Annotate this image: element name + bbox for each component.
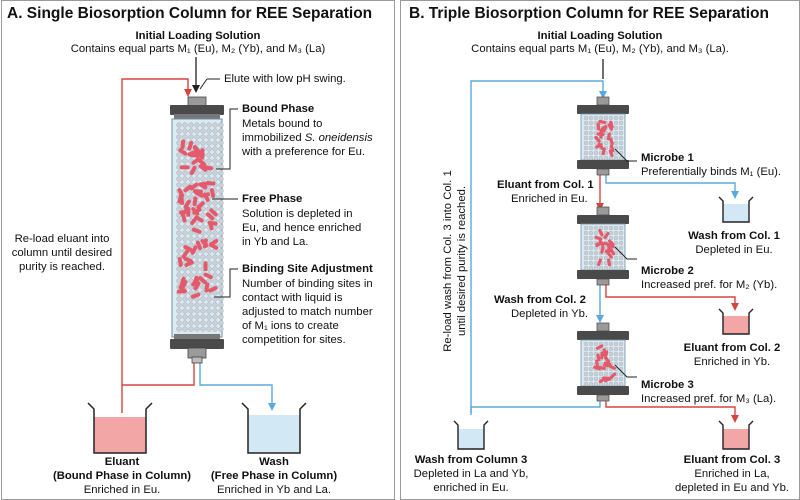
initial-text-b: Contains equal parts M₁ (Eu), M₂ (Yb), a… — [471, 43, 729, 55]
microbe2-text: Increased pref. for M₂ (Yb). — [641, 279, 778, 291]
elute-label: Elute with low pH swing. — [224, 73, 346, 85]
panel-a-diagram — [87, 57, 307, 454]
wash-title: Wash — [259, 456, 289, 468]
wash3-title: Wash from Column 3 — [414, 454, 528, 466]
wash1-beaker — [718, 196, 754, 223]
reload-vertical-line2: until desired purity is reached. — [456, 185, 468, 337]
microbe1-text: Preferentially binds M₁ (Eu). — [641, 166, 782, 178]
panel-b-diagram — [453, 59, 754, 450]
free-phase-line2: Eu, and hence enriched — [242, 222, 362, 234]
microbe2-callout — [614, 246, 637, 260]
microbe3-title: Microbe 3 — [641, 379, 694, 391]
bound-phase-title: Bound Phase — [242, 103, 315, 115]
eluant1-title: Eluant from Col. 1 — [497, 179, 594, 191]
eluant2-text: Enriched in Yb. — [693, 356, 771, 368]
column-3 — [577, 322, 629, 402]
reload-loop-arrow — [121, 78, 192, 413]
bsa-line3: adjusted to match number — [242, 306, 373, 318]
free-phase-title: Free Phase — [242, 193, 303, 205]
wash1-arrow — [605, 173, 739, 199]
bsa-callout — [214, 268, 238, 298]
free-phase-line3: in Yb and La. — [242, 236, 309, 248]
wash3-beaker — [453, 420, 489, 450]
initial-title-a: Initial Loading Solution — [135, 30, 261, 42]
bound-phase-line2: immobilized S. oneidensis — [242, 132, 373, 144]
wash-flow-arrow — [199, 363, 276, 411]
panel-a: A. Single Biosorption Column for REE Sep… — [1, 0, 395, 500]
panel-a-title: A. Single Biosorption Column for REE Sep… — [7, 5, 373, 22]
eluant-beaker — [87, 402, 153, 454]
panel-b-title: B. Triple Biosorption Column for REE Sep… — [409, 5, 769, 22]
eluant3-line2: depleted in Eu and Yb. — [674, 482, 790, 494]
eluant3-line1: Enriched in La, — [694, 468, 770, 480]
reload-loop-arrow-b — [470, 80, 607, 413]
bound-phase-line1: Metals bound to — [242, 118, 323, 130]
panel-b: B. Triple Biosorption Column for REE Sep… — [400, 0, 800, 500]
eluant-subtitle: (Bound Phase in Column) — [52, 470, 192, 482]
eluant-title: Eluant — [104, 456, 140, 468]
reload-vertical-line1: Re-load wash from Col. 3 into Col. 1 — [442, 170, 454, 352]
initial-text-a: Contains equal parts M₁ (Eu), M₂ (Yb), a… — [70, 43, 326, 55]
eluant-flow-arrow — [122, 363, 195, 386]
wash2-text: Depleted in Yb. — [511, 308, 589, 320]
wash-text: Enriched in Yb and La. — [216, 484, 332, 496]
wash-subtitle: (Free Phase in Column) — [210, 470, 338, 482]
bsa-title: Binding Site Adjustment — [242, 263, 373, 275]
free-phase-line1: Solution is depleted in — [242, 208, 353, 220]
reload-line1: Re-load eluant into — [14, 233, 110, 245]
bsa-line5: competition for sites. — [242, 334, 346, 346]
wash3-line2: enriched in Eu. — [433, 482, 509, 494]
eluant3-beaker — [718, 420, 754, 450]
eluant3-title: Eluant from Col. 3 — [683, 454, 781, 466]
microbe2-title: Microbe 2 — [641, 265, 694, 277]
wash-beaker — [241, 402, 307, 454]
bsa-line1: Number of binding sites in — [242, 278, 373, 290]
microbe3-text: Increased pref. for M₃ (La). — [641, 393, 777, 405]
microbe1-title: Microbe 1 — [641, 152, 694, 164]
eluant2-title: Eluant from Col. 2 — [683, 342, 781, 354]
microbe3-callout — [614, 364, 637, 378]
reload-line3: purity is reached. — [18, 261, 106, 273]
bsa-line2: contact with liquid is — [242, 292, 343, 304]
eluant1-text: Enriched in Eu. — [511, 193, 588, 205]
wash2-title: Wash from Col. 2 — [494, 294, 586, 306]
reload-line2: column until desired — [11, 247, 113, 259]
single-column — [170, 96, 224, 364]
column-2 — [577, 206, 629, 286]
bound-phase-line3: with a preference for Eu. — [242, 146, 366, 158]
wash1-title: Wash from Col. 1 — [688, 230, 780, 242]
wash3-line1: Depleted in La and Yb, — [413, 468, 529, 480]
eluant2-beaker — [718, 308, 754, 335]
eluant3-arrow — [605, 397, 739, 423]
microbe1-callout — [614, 148, 637, 162]
initial-title-b: Initial Loading Solution — [537, 30, 663, 42]
column-1 — [577, 96, 629, 176]
bsa-line4: of M₁ ions to create — [242, 320, 339, 332]
bound-callout — [216, 108, 238, 170]
wash3-arrow — [470, 397, 601, 415]
wash1-text: Depleted in Eu. — [695, 244, 773, 256]
eluant-text: Enriched in Eu. — [83, 484, 161, 496]
